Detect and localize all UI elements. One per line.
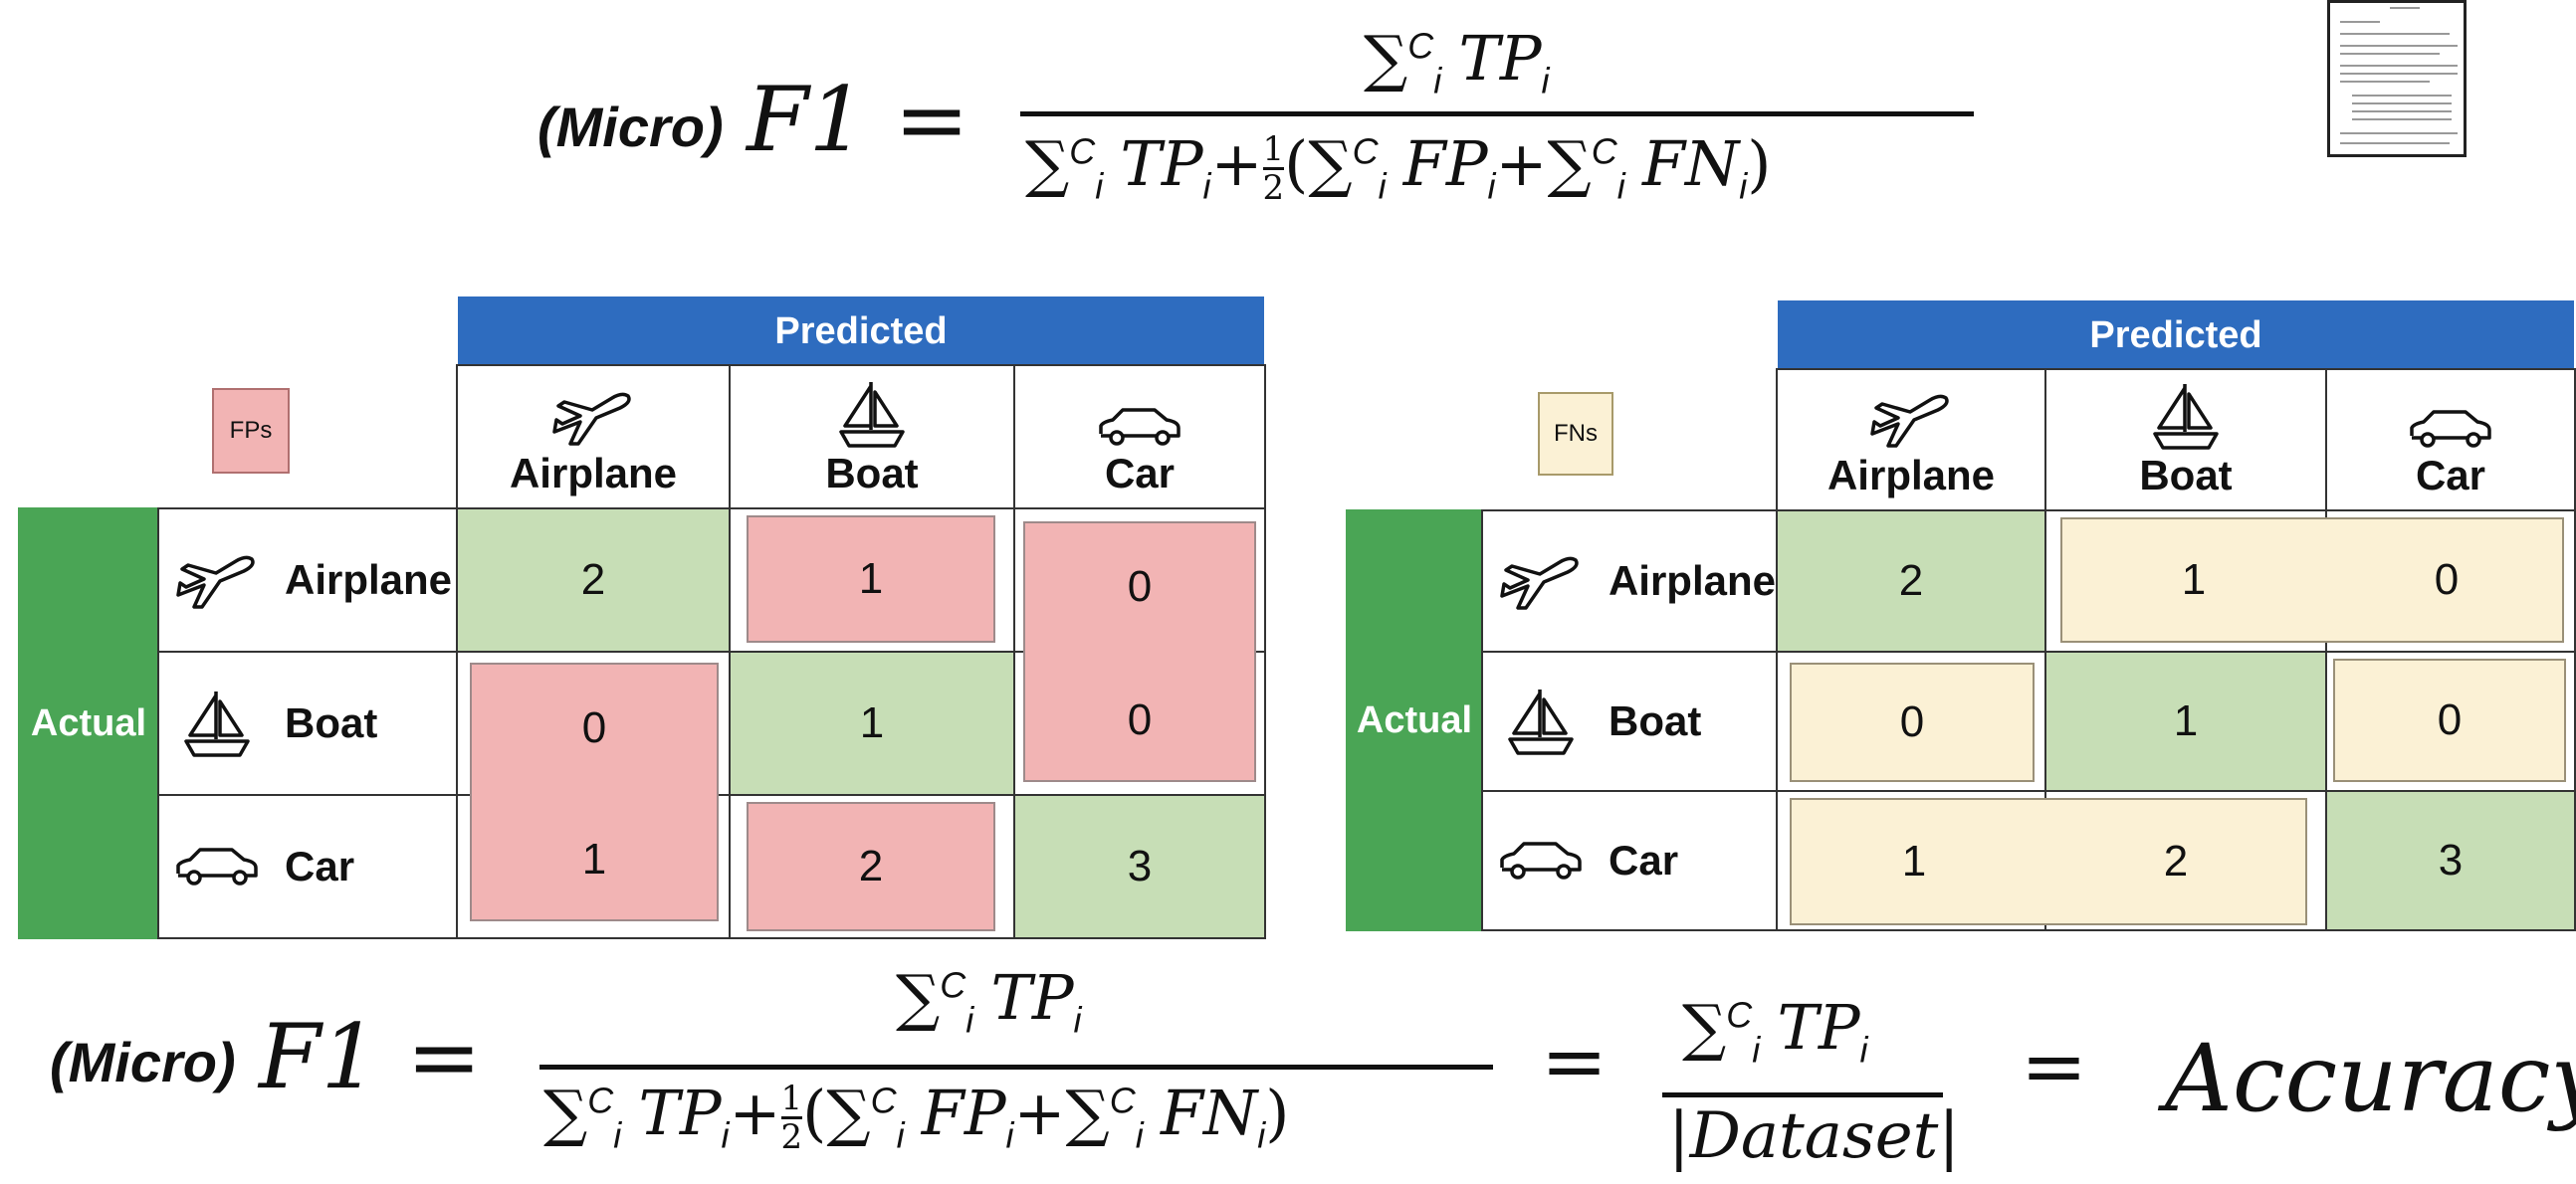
fp-cell-boat-boat: 1: [729, 651, 1015, 796]
fp-highlight: 0 1: [470, 663, 719, 921]
airplane-icon: [176, 555, 255, 609]
fn-col-boat: Boat: [2044, 368, 2327, 511]
fp-cell-car-car: 3: [1013, 794, 1266, 939]
document-thumbnail: [2327, 0, 2467, 157]
fn-highlight: 1 0: [2060, 517, 2564, 643]
formula-bottom-lhs: F1 =: [259, 1005, 482, 1109]
airplane-icon: [1500, 556, 1579, 610]
car-icon: [176, 848, 258, 886]
fn-col-airplane: Airplane: [1776, 368, 2046, 511]
fn-predicted-header: Predicted: [1778, 300, 2574, 370]
formula-bottom-fraction-bar: [539, 1065, 1493, 1070]
formula-top-prefix: (Micro): [537, 96, 724, 158]
formula-bottom-numerator: ∑Ci TPi: [896, 961, 1082, 1041]
fn-col-car: Car: [2325, 368, 2576, 511]
fn-cell-boat-boat: 1: [2044, 651, 2327, 792]
formula-bottom-fraction-bar-2: [1662, 1092, 1943, 1097]
formula-bottom-accuracy: Accuracy: [2165, 1025, 2576, 1133]
fn-highlight: 1 2: [1790, 798, 2307, 925]
fn-actual-header: Actual: [1346, 509, 1483, 931]
fp-cell-airplane-airplane: 2: [456, 507, 731, 653]
fp-row-boat: Boat: [157, 651, 458, 796]
fp-highlight: 1: [747, 515, 995, 643]
fn-row-boat: Boat: [1481, 651, 1778, 792]
formula-bottom-numerator-2: ∑Ci TPi: [1682, 991, 1868, 1071]
car-icon: [2410, 410, 2491, 448]
fns-legend: FNs: [1538, 392, 1613, 476]
formula-bottom-dataset: |Dataset|: [1668, 1099, 1960, 1173]
formula-top-lhs: F1 =: [747, 68, 969, 172]
fn-highlight: 0: [2333, 659, 2566, 782]
fp-highlight: 2: [747, 802, 995, 931]
boat-icon: [184, 691, 250, 757]
formula-top-fraction-bar: [1020, 111, 1974, 116]
fn-cell-airplane-airplane: 2: [1776, 509, 2046, 653]
fp-actual-header: Actual: [18, 507, 159, 939]
formula-top-numerator: ∑Ci TPi: [1364, 22, 1550, 101]
fp-row-car: Car: [157, 794, 458, 939]
car-icon: [1099, 408, 1181, 446]
airplane-icon: [552, 392, 631, 446]
boat-icon: [839, 382, 905, 448]
fn-cell-car-car: 3: [2325, 790, 2576, 931]
car-icon: [1500, 842, 1582, 880]
fn-row-airplane: Airplane: [1481, 509, 1778, 653]
airplane-icon: [1870, 394, 1949, 448]
fn-row-car: Car: [1481, 790, 1778, 931]
fp-highlight: 0 0: [1023, 521, 1256, 782]
fp-predicted-header: Predicted: [458, 296, 1264, 366]
boat-icon: [2153, 384, 2219, 450]
fn-highlight: 0: [1790, 663, 2035, 782]
formula-bottom-prefix: (Micro): [50, 1031, 236, 1093]
fp-col-car: Car: [1013, 364, 1266, 509]
formula-bottom-equals-2: =: [2021, 1020, 2088, 1112]
boat-icon: [1508, 690, 1574, 755]
fp-col-airplane: Airplane: [456, 364, 731, 509]
formula-bottom-equals-1: =: [1541, 1015, 1609, 1107]
fps-legend: FPs: [212, 388, 290, 474]
fp-row-airplane: Airplane: [157, 507, 458, 653]
fp-col-boat: Boat: [729, 364, 1015, 509]
